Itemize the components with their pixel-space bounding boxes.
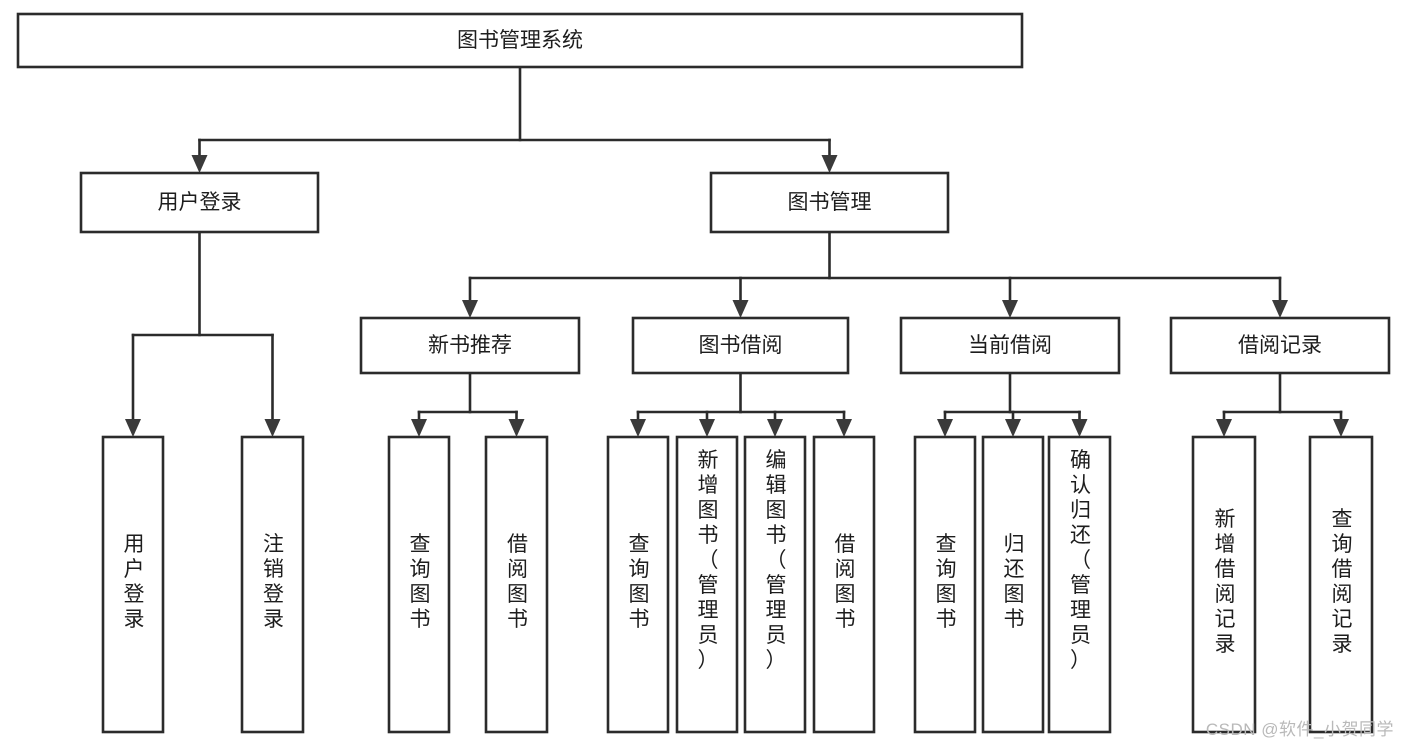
connector-layer [125,65,1349,437]
node-leaf-query-book-1[interactable]: 查询图书 [387,435,451,734]
arrow-head-icon [1005,419,1021,437]
node-root-book-management-system[interactable]: 图书管理系统 [16,12,1024,69]
node-leaf-user-login-label: 用户登录 [124,533,145,631]
node-leaf-return-book-box[interactable] [981,435,1045,734]
arrow-head-icon [1002,300,1018,318]
node-leaf-logout-label: 注销登录 [263,533,284,631]
node-current-borrow[interactable]: 当前借阅 [899,316,1121,375]
node-new-book-recommend[interactable]: 新书推荐 [359,316,581,375]
node-user-login[interactable]: 用户登录 [79,171,320,234]
node-leaf-query-book-1-label: 查询图书 [410,533,431,631]
node-new-book-recommend-box[interactable] [359,316,581,375]
arrow-head-icon [1071,419,1088,437]
node-leaf-add-book[interactable]: 新增图书（管理员） [675,435,739,734]
csdn-watermark: CSDN @软件_小贺同学 [1205,720,1394,739]
node-leaf-add-record[interactable]: 新增借阅记录 [1191,435,1257,734]
node-current-borrow-label: 当前借阅 [968,334,1052,357]
node-leaf-add-record-label: 新增借阅记录 [1215,508,1236,656]
arrow-head-icon [699,419,715,437]
arrow-head-icon [630,419,646,437]
node-leaf-query-book-3-label: 查询图书 [936,533,957,631]
node-leaf-add-book-label: 新增图书（管理员） [698,449,719,672]
node-leaf-edit-book-label: 编辑图书（管理员） [766,449,787,672]
arrow-head-icon [1216,419,1232,437]
node-leaf-user-login-box[interactable] [101,435,165,734]
arrow-head-icon [125,419,141,437]
node-leaf-user-login[interactable]: 用户登录 [101,435,165,734]
node-leaf-add-book-box[interactable] [675,435,739,734]
node-leaf-query-record-label: 查询借阅记录 [1332,508,1353,656]
arrow-head-icon [821,155,838,173]
node-leaf-add-record-box[interactable] [1191,435,1257,734]
node-borrow-record-label: 借阅记录 [1238,334,1322,357]
node-leaf-confirm-return[interactable]: 确认归还（管理员） [1047,435,1112,734]
node-book-borrow-label: 图书借阅 [699,334,783,357]
node-book-borrow-box[interactable] [631,316,850,375]
node-leaf-query-book-2[interactable]: 查询图书 [606,435,670,734]
node-leaf-return-book[interactable]: 归还图书 [981,435,1045,734]
arrow-head-icon [191,155,208,173]
arrow-head-icon [732,300,749,318]
node-leaf-borrow-book-1-label: 借阅图书 [507,533,528,631]
node-leaf-borrow-book-2-box[interactable] [812,435,876,734]
arrow-head-icon [411,419,427,437]
node-leaf-confirm-return-label: 确认归还（管理员） [1070,449,1091,672]
node-leaf-query-record[interactable]: 查询借阅记录 [1308,435,1374,734]
arrow-head-icon [264,419,281,437]
node-borrow-record[interactable]: 借阅记录 [1169,316,1391,375]
node-leaf-query-record-box[interactable] [1308,435,1374,734]
node-current-borrow-box[interactable] [899,316,1121,375]
node-borrow-record-box[interactable] [1169,316,1391,375]
node-leaf-borrow-book-2-label: 借阅图书 [835,533,856,631]
node-leaf-query-book-3-box[interactable] [913,435,977,734]
arrow-head-icon [1272,300,1288,318]
node-book-manage[interactable]: 图书管理 [709,171,950,234]
node-leaf-borrow-book-2[interactable]: 借阅图书 [812,435,876,734]
node-leaf-edit-book-box[interactable] [743,435,807,734]
node-leaf-logout-box[interactable] [240,435,305,734]
arrow-head-icon [508,419,525,437]
node-leaf-confirm-return-box[interactable] [1047,435,1112,734]
node-leaf-query-book-2-label: 查询图书 [629,533,650,631]
arrow-head-icon [462,300,478,318]
node-leaf-borrow-book-1-box[interactable] [484,435,549,734]
node-leaf-query-book-3[interactable]: 查询图书 [913,435,977,734]
arrow-head-icon [1333,419,1349,437]
node-layer: 图书管理系统用户登录图书管理新书推荐图书借阅当前借阅借阅记录用户登录注销登录查询… [16,12,1391,734]
node-new-book-recommend-label: 新书推荐 [428,334,512,357]
node-leaf-logout[interactable]: 注销登录 [240,435,305,734]
node-leaf-edit-book[interactable]: 编辑图书（管理员） [743,435,807,734]
node-book-borrow[interactable]: 图书借阅 [631,316,850,375]
node-leaf-return-book-label: 归还图书 [1004,533,1025,631]
node-leaf-borrow-book-1[interactable]: 借阅图书 [484,435,549,734]
node-user-login-label: 用户登录 [158,191,242,214]
arrow-head-icon [836,419,852,437]
node-user-login-box[interactable] [79,171,320,234]
node-book-manage-box[interactable] [709,171,950,234]
arrow-head-icon [937,419,953,437]
node-leaf-query-book-1-box[interactable] [387,435,451,734]
node-root-book-management-system-box[interactable] [16,12,1024,69]
node-book-manage-label: 图书管理 [788,191,872,214]
arrow-head-icon [767,419,783,437]
node-leaf-query-book-2-box[interactable] [606,435,670,734]
node-root-book-management-system-label: 图书管理系统 [457,29,583,52]
